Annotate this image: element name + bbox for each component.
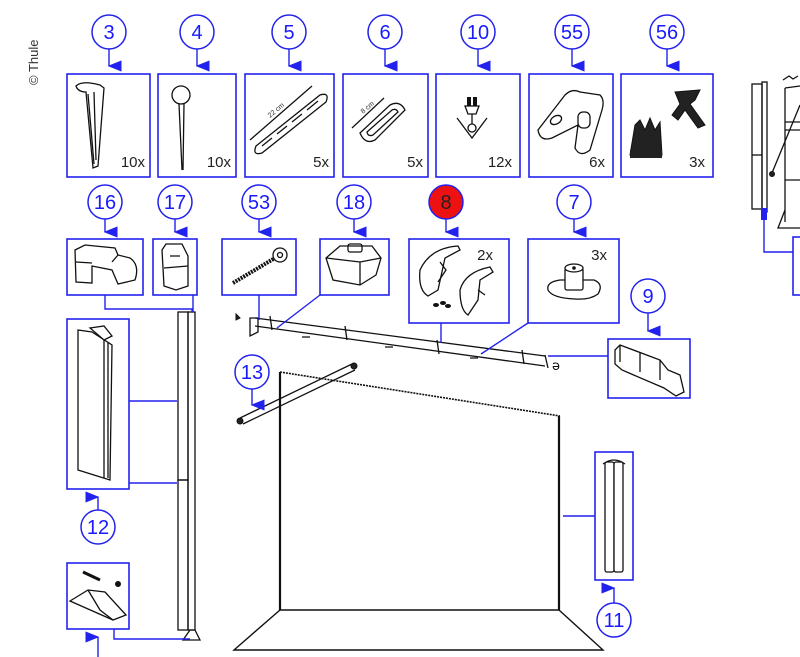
foot-plate-icon <box>68 570 128 621</box>
part-7[interactable]: 7 3x <box>480 184 620 355</box>
bracket-icon <box>537 89 604 155</box>
svg-text:4: 4 <box>191 22 202 44</box>
part-8[interactable]: 8 2x <box>408 184 510 343</box>
ring-peg-icon <box>171 85 191 171</box>
end-cover-icon <box>419 245 494 316</box>
tube-pair-icon <box>602 459 626 573</box>
side-view-assembly <box>751 75 800 296</box>
part-17[interactable]: 17 <box>152 184 198 312</box>
svg-text:6x: 6x <box>589 154 605 171</box>
svg-text:12: 12 <box>87 517 109 539</box>
svg-text:7: 7 <box>568 192 579 214</box>
pole-foot <box>181 629 202 641</box>
svg-text:10x: 10x <box>121 154 146 171</box>
long-strap-icon: 22 cm <box>249 85 328 155</box>
buckle-icon <box>629 89 706 158</box>
tent-peg-icon <box>75 82 105 169</box>
svg-text:10: 10 <box>467 22 489 44</box>
pole-inner <box>187 311 196 631</box>
part-6[interactable]: 6 8 cm 5x <box>342 14 429 178</box>
svg-text:3: 3 <box>103 22 114 44</box>
part-11[interactable]: 11 <box>563 451 634 638</box>
pole-clip-icon <box>161 243 189 291</box>
part-4[interactable]: 4 10x <box>157 14 237 178</box>
part-box-10 <box>435 73 521 178</box>
svg-text:11: 11 <box>604 610 625 632</box>
part-12[interactable]: 12 <box>66 318 177 545</box>
part-10[interactable]: 10 12x <box>435 14 521 178</box>
rail-adapter-icon <box>74 244 138 285</box>
svg-text:5x: 5x <box>313 154 329 171</box>
cassette-end-icon <box>614 344 685 397</box>
svg-text:3x: 3x <box>591 247 607 264</box>
part-53[interactable]: 53 <box>221 184 297 320</box>
label-circle-11 <box>596 602 632 638</box>
svg-text:3x: 3x <box>689 154 705 171</box>
ground-floor <box>232 609 605 651</box>
part-5[interactable]: 5 22 cm 5x <box>244 14 335 178</box>
svg-text:9: 9 <box>642 286 653 308</box>
part-55[interactable]: 55 6x <box>528 14 614 178</box>
svg-text:6: 6 <box>379 22 390 44</box>
svg-text:5x: 5x <box>407 154 423 171</box>
svg-text:56: 56 <box>656 22 678 44</box>
end-cap-icon <box>325 243 382 286</box>
svg-text:2x: 2x <box>477 247 493 264</box>
support-foot-icon <box>547 263 601 300</box>
awning-assembly: ə <box>177 311 605 651</box>
part-foot-plate[interactable] <box>66 562 190 657</box>
part-3[interactable]: 3 10x <box>66 14 151 178</box>
part-box-4 <box>157 73 237 178</box>
svg-text:ə: ə <box>552 359 560 374</box>
eye-bolt-icon <box>231 247 288 285</box>
hook-clip-icon <box>456 97 488 140</box>
svg-text:5: 5 <box>283 22 294 44</box>
svg-text:17: 17 <box>164 192 186 214</box>
pole-lower <box>177 479 189 631</box>
side-panel-icon <box>77 325 114 481</box>
svg-text:10x: 10x <box>207 154 232 171</box>
short-strap-icon: 8 cm <box>351 97 406 143</box>
svg-text:12x: 12x <box>488 154 513 171</box>
svg-text:53: 53 <box>248 192 270 214</box>
svg-text:55: 55 <box>561 22 583 44</box>
svg-text:8: 8 <box>440 192 451 214</box>
part-13[interactable]: 13 <box>234 354 270 411</box>
label-circle-12 <box>80 509 116 545</box>
svg-text:13: 13 <box>241 362 263 384</box>
pole-upper <box>177 311 189 481</box>
awning-bar <box>254 317 546 367</box>
wall-top-edge <box>279 371 561 417</box>
part-16[interactable]: 16 <box>66 184 193 312</box>
part-56[interactable]: 56 3x <box>620 14 714 178</box>
svg-text:16: 16 <box>94 192 116 214</box>
svg-text:18: 18 <box>343 192 365 214</box>
part-18[interactable]: 18 <box>276 184 390 329</box>
part-9[interactable]: 9 <box>548 278 691 399</box>
